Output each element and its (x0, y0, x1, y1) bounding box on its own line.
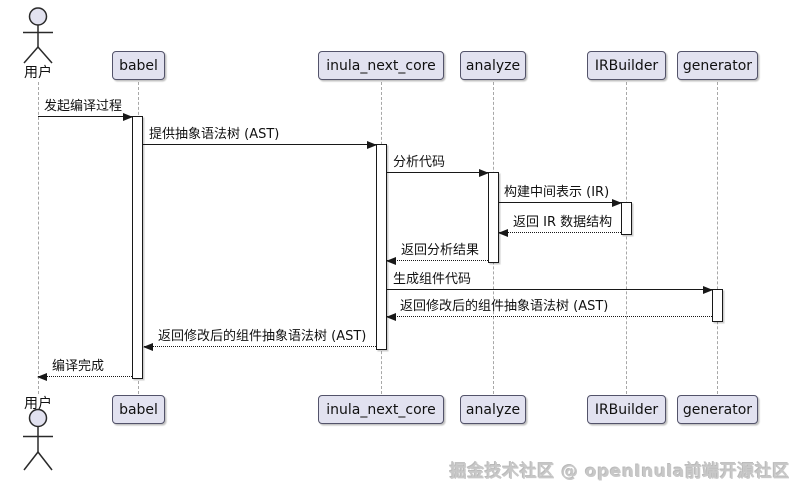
message-7: 生成组件代码 (387, 270, 713, 294)
participant-babel-bottom-label: babel (119, 401, 158, 418)
message-8: 返回修改后的组件抽象语法树 (AST) (386, 297, 712, 321)
message-3: 分析代码 (387, 153, 489, 177)
message-8-line (387, 316, 712, 317)
actor-user-top-label: 用户 (24, 65, 52, 81)
message-9-line (144, 346, 376, 347)
participant-babel-bottom: babel (112, 395, 165, 424)
message-2-line (143, 144, 376, 145)
participant-analyze-top: analyze (460, 51, 526, 80)
participant-analyze-top-label: analyze (465, 57, 521, 74)
message-6-arrowhead-icon (386, 257, 396, 265)
message-7-label: 生成组件代码 (393, 272, 472, 287)
message-4: 构建中间表示 (IR) (499, 183, 622, 207)
message-9-label: 返回修改后的组件抽象语法树 (AST) (158, 329, 367, 344)
message-4-arrowhead-icon (612, 199, 622, 207)
participant-generator-top: generator (677, 51, 758, 80)
participant-analyze-bottom: analyze (460, 395, 526, 424)
activation-inula-next-core (376, 144, 387, 350)
message-10-line (38, 376, 132, 377)
message-3-line (387, 172, 488, 173)
message-4-label: 构建中间表示 (IR) (504, 185, 610, 200)
message-10-label: 编译完成 (52, 359, 105, 374)
message-8-arrowhead-icon (386, 313, 396, 321)
message-1: 发起编译过程 (38, 97, 133, 121)
actor-user-bottom-label: 用户 (24, 396, 52, 412)
participant-inula-next-core-bottom: inula_next_core (318, 395, 444, 424)
message-7-arrowhead-icon (703, 286, 713, 294)
participant-generator-bottom: generator (677, 395, 758, 424)
message-3-label: 分析代码 (393, 155, 446, 170)
activation-generator (712, 289, 723, 322)
watermark: 掘金技术社区 @ openInula前端开源社区 (449, 462, 790, 482)
actor-user-top-icon (23, 7, 53, 64)
message-5-arrowhead-icon (498, 229, 508, 237)
participant-generator-top-label: generator (682, 57, 753, 74)
participant-irbuilder-bottom: IRBuilder (587, 395, 666, 424)
participant-babel-top-label: babel (119, 57, 158, 74)
message-8-label: 返回修改后的组件抽象语法树 (AST) (400, 299, 609, 314)
message-1-label: 发起编译过程 (44, 99, 123, 114)
message-5: 返回 IR 数据结构 (498, 213, 621, 237)
message-4-line (499, 202, 621, 203)
message-6-label: 返回分析结果 (401, 243, 480, 258)
participant-irbuilder-top: IRBuilder (587, 51, 666, 80)
message-7-line (387, 289, 712, 290)
message-9-arrowhead-icon (143, 343, 153, 351)
activation-babel (132, 116, 143, 379)
participant-generator-bottom-label: generator (682, 401, 753, 418)
participant-irbuilder-bottom-label: IRBuilder (594, 401, 659, 418)
message-1-line (38, 116, 132, 117)
message-2-arrowhead-icon (367, 141, 377, 149)
message-2: 提供抽象语法树 (AST) (143, 125, 377, 149)
participant-irbuilder-top-label: IRBuilder (594, 57, 659, 74)
lifeline-user (38, 82, 39, 394)
participant-inula-next-core-bottom-label: inula_next_core (326, 401, 436, 418)
message-1-arrowhead-icon (123, 113, 133, 121)
activation-irbuilder (621, 202, 632, 235)
message-10-arrowhead-icon (37, 373, 47, 381)
message-10: 编译完成 (37, 357, 132, 381)
activation-analyze (488, 172, 499, 263)
message-6-line (387, 260, 488, 261)
message-5-label: 返回 IR 数据结构 (513, 215, 613, 230)
message-3-arrowhead-icon (479, 169, 489, 177)
lifeline-generator (717, 82, 718, 394)
participant-inula-next-core-top: inula_next_core (318, 51, 444, 80)
message-2-label: 提供抽象语法树 (AST) (149, 127, 280, 142)
message-6: 返回分析结果 (386, 241, 488, 265)
participant-analyze-bottom-label: analyze (465, 401, 521, 418)
actor-user-bottom-icon (23, 408, 53, 471)
lifeline-irbuilder (626, 82, 627, 394)
participant-babel-top: babel (112, 51, 165, 80)
message-5-line (499, 232, 621, 233)
participant-inula-next-core-top-label: inula_next_core (326, 57, 436, 74)
message-9: 返回修改后的组件抽象语法树 (AST) (143, 327, 376, 351)
